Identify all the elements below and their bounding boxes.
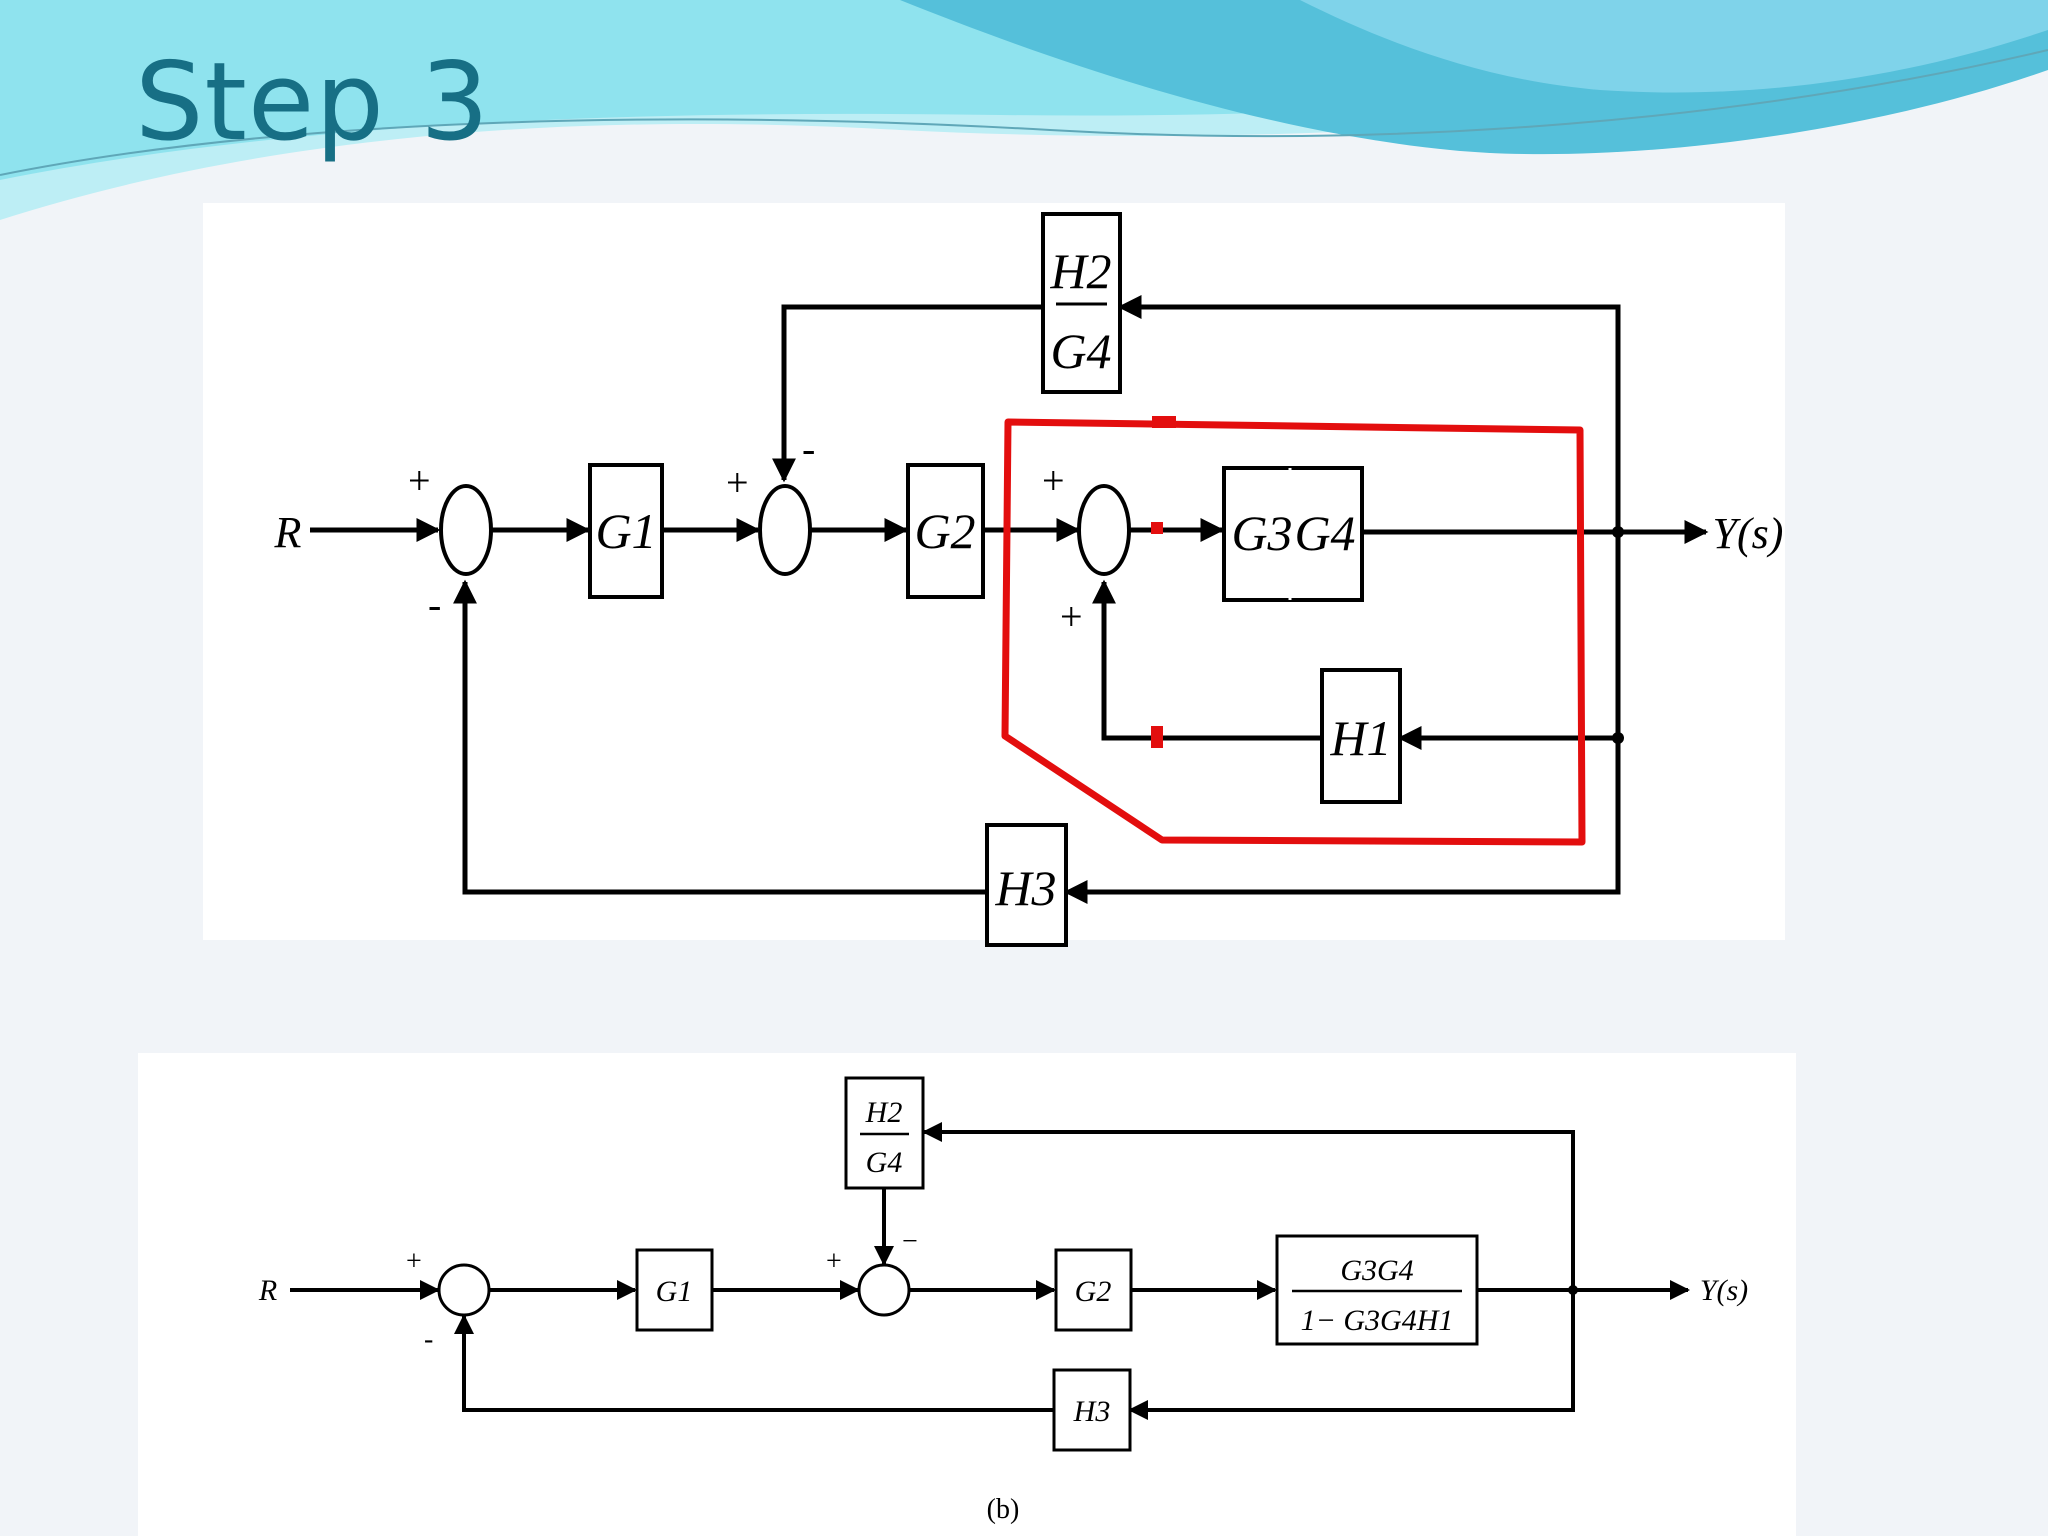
b-takeoff-dot: [1568, 1285, 1578, 1295]
a-takeoff-dot: [1612, 526, 1624, 538]
a-summing-junction-3: [1077, 484, 1131, 576]
slide-title: Step 3: [135, 40, 490, 165]
b-caption: (b): [987, 1494, 1020, 1525]
highlight-marker: [1151, 522, 1163, 534]
a-output-label: Y(s): [1713, 509, 1784, 558]
b-sign-s2-fb: −: [902, 1226, 918, 1257]
a-wire-h1-to-s3: [1092, 579, 1322, 741]
b-label-g4-denominator: G4: [866, 1146, 903, 1179]
a-wire-h3-feedback-in: [1063, 532, 1621, 904]
a-sign-s2-in: +: [726, 460, 749, 505]
a-label-h2-numerator: H2: [1049, 243, 1111, 299]
b-wire-h3-feedback-in: [1128, 1290, 1575, 1420]
a-takeoff-dot: [1612, 732, 1624, 744]
a-sign-s3-fb: +: [1060, 594, 1083, 639]
a-sign-s1-in: +: [408, 458, 431, 503]
a-label-g1: G1: [595, 503, 656, 559]
a-label-g3: G3: [1231, 505, 1292, 561]
a-block-g2: [906, 463, 985, 599]
a-block-g3g4: [1222, 466, 1364, 602]
b-input-label: R: [258, 1274, 277, 1307]
b-label-g1: G1: [656, 1275, 693, 1308]
b-sign-s1-in: +: [406, 1246, 422, 1277]
a-sign-s3-in: +: [1042, 458, 1065, 503]
highlight-inner-loop: [1001, 418, 1586, 846]
header-wave-decoration: [0, 0, 2048, 220]
a-summing-junction-2: [758, 484, 812, 576]
b-summing-junction-2: [857, 1263, 911, 1317]
b-block-h3: [1052, 1368, 1132, 1452]
a-wire-h2g4-to-s2: [772, 304, 1043, 483]
b-block-g1: [635, 1248, 714, 1332]
a-label-g2: G2: [914, 503, 975, 559]
a-label-h3: H3: [994, 860, 1056, 916]
a-input-label: R: [274, 508, 302, 557]
b-wire-h3-to-s1: [454, 1314, 1054, 1412]
a-block-g1: [588, 463, 664, 599]
b-label-h2-numerator: H2: [865, 1096, 903, 1129]
a-sign-s1-fb: -: [428, 582, 441, 627]
b-output-label: Y(s): [1700, 1274, 1748, 1307]
highlight-marker: [1152, 416, 1176, 428]
a-label-h1: H1: [1329, 710, 1391, 766]
b-sign-s1-fb: -: [424, 1324, 433, 1355]
b-wire-h2g4-feedback-in: [922, 1122, 1575, 1290]
b-label-closed-loop-numerator: G3G4: [1340, 1254, 1413, 1287]
a-block-h1: [1320, 668, 1402, 804]
b-sign-s2-in: +: [826, 1246, 842, 1277]
a-wire-h3-to-s1: [453, 579, 987, 895]
highlight-marker: [1151, 726, 1163, 748]
b-label-closed-loop-denominator: 1− G3G4H1: [1301, 1304, 1454, 1337]
a-label-g4-denominator: G4: [1050, 323, 1111, 379]
b-block-g2: [1054, 1248, 1133, 1332]
a-summing-junction-1: [439, 484, 493, 576]
a-label-g4: G4: [1294, 505, 1355, 561]
a-block-h3: [985, 823, 1068, 947]
a-wire-h2g4-feedback-in: [1117, 295, 1621, 532]
b-label-g2: G2: [1075, 1275, 1112, 1308]
b-label-h3: H3: [1073, 1395, 1111, 1428]
a-sign-s2-fb: -: [802, 426, 815, 471]
b-summing-junction-1: [437, 1263, 491, 1317]
